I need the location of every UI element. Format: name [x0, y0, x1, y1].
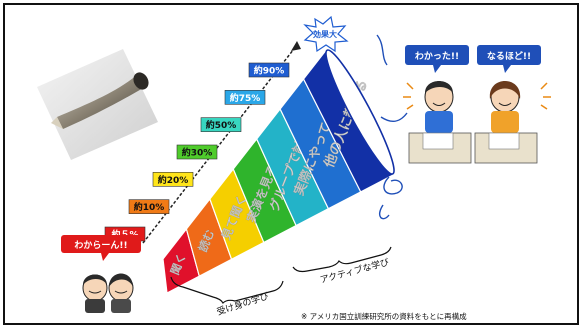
retention-label-text: 約10%	[134, 201, 165, 213]
confused-students	[82, 273, 134, 313]
effect-burst-label: 効果大	[313, 29, 337, 39]
learning-pyramid-diagram: 効果大 約５%約10%約20%約30%約50%約75%約90% 聞く読む見て聞く…	[37, 15, 551, 321]
pyramid-segments: 聞く読む見て聞く実演を見るグループで討論実際にやってみる他の人に教える	[162, 47, 395, 294]
active-learning-label: アクティブな学び	[319, 256, 391, 286]
passive-bracket	[170, 276, 284, 305]
confused-speech-text: わからーん!!	[74, 240, 127, 251]
retention-label-text: 約75%	[230, 92, 261, 104]
understanding-students	[403, 81, 551, 164]
diagram-frame: 効果大 約５%約10%約20%約30%約50%約75%約90% 聞く読む見て聞く…	[3, 3, 579, 325]
retention-label-text: 約20%	[158, 174, 189, 186]
retention-label-text: 約50%	[206, 119, 237, 131]
understood-speech-bubble: わかった!!	[405, 45, 469, 73]
swirl-decorations	[376, 34, 408, 220]
retention-labels: 約５%約10%約20%約30%約50%約75%約90%	[104, 62, 290, 242]
retention-label-box	[200, 117, 242, 132]
confused-speech-bubble: わからーん!!	[61, 235, 141, 261]
i-see-speech-bubble: なるほど!!	[477, 45, 541, 73]
pyramid-segment	[302, 47, 394, 193]
passive-learning-label: 受け身の学び	[215, 290, 270, 318]
understood-speech-text: わかった!!	[415, 51, 459, 62]
source-footnote: ※ アメリカ国立訓練研究所の資料をもとに再構成	[301, 311, 467, 321]
retention-label-box	[152, 172, 194, 187]
retention-label-box	[128, 199, 170, 214]
retention-label-box	[176, 144, 218, 160]
retention-label-box	[248, 62, 290, 78]
horn-photo	[37, 49, 158, 160]
i-see-speech-text: なるほど!!	[487, 50, 531, 62]
active-bracket	[292, 246, 392, 273]
retention-label-text: 約90%	[254, 65, 285, 77]
retention-label-box	[224, 90, 266, 105]
cone-opening	[325, 49, 395, 175]
retention-label-text: 約30%	[182, 147, 213, 159]
effect-burst: 効果大	[303, 15, 349, 53]
